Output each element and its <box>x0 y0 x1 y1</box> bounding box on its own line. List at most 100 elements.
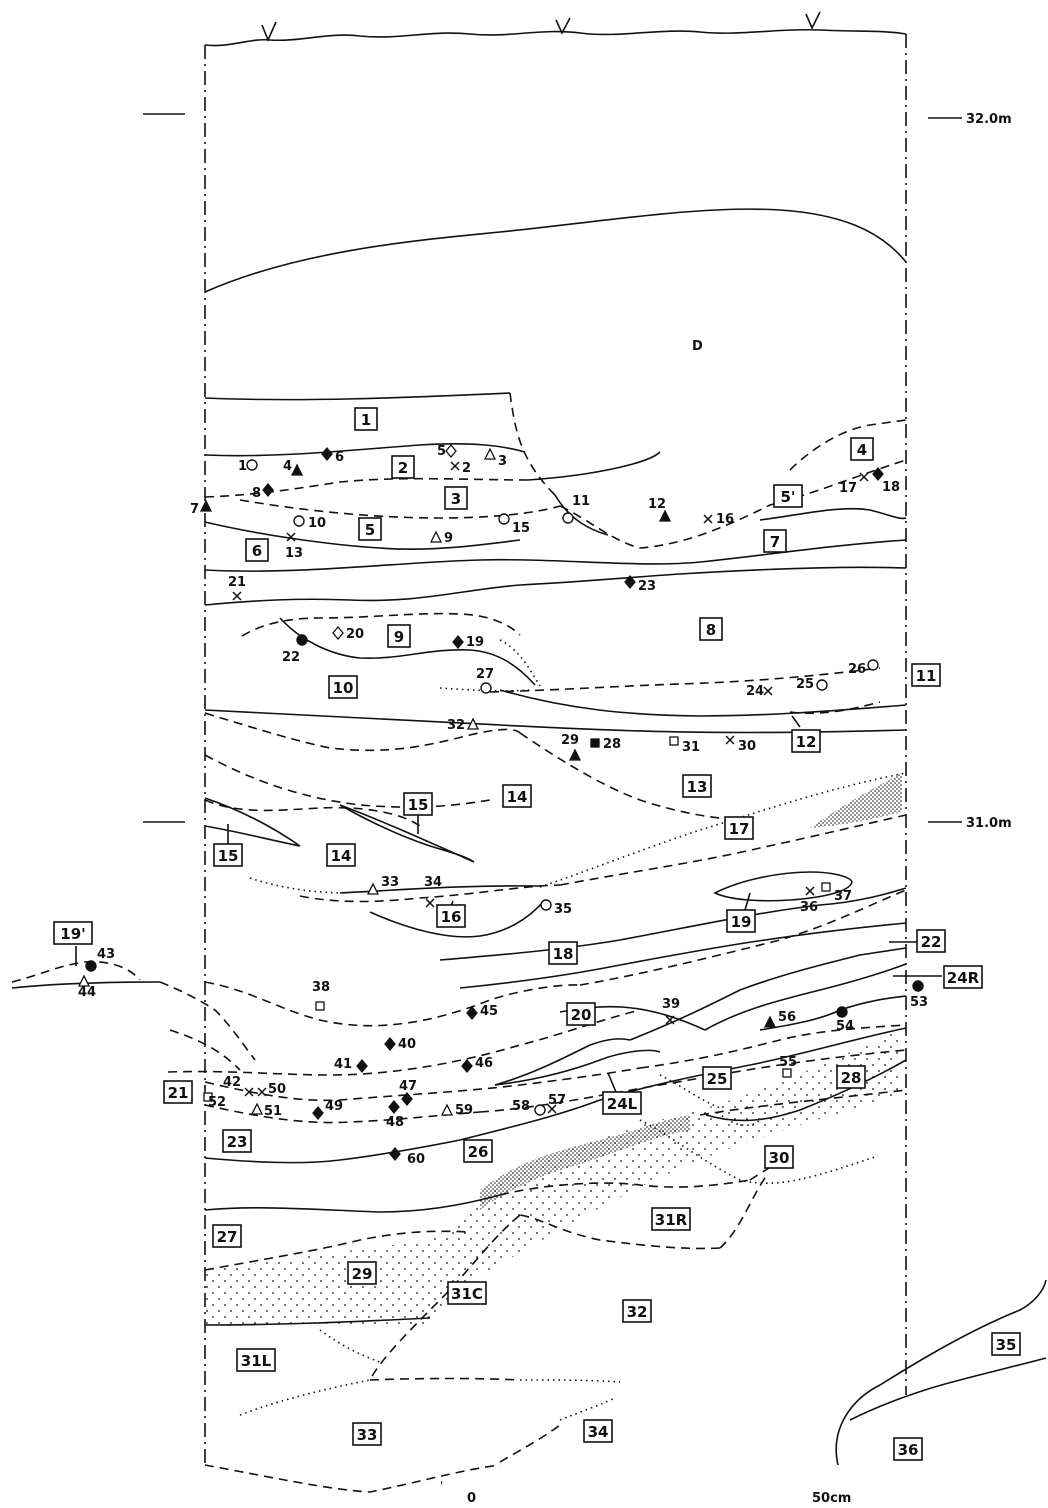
svg-text:': ' <box>440 1479 443 1493</box>
artifact-number: 34 <box>424 875 442 890</box>
layer-label: 31R <box>651 1207 691 1231</box>
artifact-marker: 9 <box>429 530 453 546</box>
layer-label: 33 <box>352 1422 382 1446</box>
open-circle-icon <box>293 515 305 527</box>
filled-diamond-icon <box>872 466 884 482</box>
artifact-marker: 22 <box>282 634 308 665</box>
layer-number: 25 <box>707 1070 728 1088</box>
artifact-number: 18 <box>882 480 900 495</box>
artifact-number: 8 <box>252 486 261 501</box>
artifact-marker: 43 <box>85 947 115 972</box>
cross-icon <box>425 898 435 908</box>
open-diamond-icon <box>445 443 457 459</box>
layer-label: 10 <box>328 675 358 699</box>
artifact-number: 19 <box>466 635 484 650</box>
artifact-number: 59 <box>455 1103 473 1118</box>
layer-number: 7 <box>770 533 780 551</box>
artifact-number: 44 <box>78 985 96 1000</box>
artifact-number: 42 <box>223 1075 241 1090</box>
layer-number: 13 <box>687 778 708 796</box>
artifact-number: 4 <box>283 459 292 474</box>
layer-number: 8 <box>706 621 716 639</box>
layer-number: 32 <box>627 1303 648 1321</box>
layer-number: 5 <box>365 521 375 539</box>
open-circle-icon <box>816 679 828 691</box>
layer-label: 25 <box>702 1066 732 1090</box>
layer-number: 6 <box>252 542 262 560</box>
artifact-number: 41 <box>334 1057 352 1072</box>
open-circle-icon <box>480 682 492 694</box>
layer-number: 12 <box>796 733 817 751</box>
layer-number: 14 <box>507 788 528 806</box>
filled-circle-icon <box>296 634 308 646</box>
artifact-marker: 46 <box>461 1056 493 1074</box>
artifact-number: 30 <box>738 739 756 754</box>
layer-boundaries: ' <box>11 208 1047 1493</box>
unit-d-label: D <box>692 339 703 354</box>
cross-icon <box>665 1015 675 1025</box>
layer-label: 31C <box>447 1281 487 1305</box>
artifact-number: 10 <box>308 516 326 531</box>
artifact-marker: 47 <box>399 1079 417 1107</box>
artifact-marker: 53 <box>910 980 928 1010</box>
cross-icon <box>725 735 735 745</box>
open-triangle-icon <box>250 1102 264 1115</box>
layer-label: 36 <box>893 1437 923 1461</box>
artifact-number: 5 <box>437 444 446 459</box>
artifact-number: 23 <box>638 579 656 594</box>
artifact-marker: 15 <box>498 513 530 536</box>
layer-label: 19' <box>53 921 93 945</box>
artifact-marker: 34 <box>424 875 442 908</box>
artifact-number: 13 <box>285 546 303 561</box>
artifact-marker: 10 <box>293 515 326 531</box>
artifact-number: 24 <box>746 684 764 699</box>
artifact-marker: 33 <box>366 875 399 895</box>
elevation-32m-label: 32.0m <box>966 112 1012 127</box>
filled-diamond-icon <box>356 1058 368 1074</box>
artifact-number: 37 <box>834 889 852 904</box>
filled-diamond-icon <box>461 1058 473 1074</box>
layer-number: 3 <box>451 490 461 508</box>
open-triangle-icon <box>77 974 91 987</box>
artifact-number: 56 <box>778 1010 796 1025</box>
layer-label: 9 <box>387 624 411 648</box>
layer-label: 19 <box>726 909 756 933</box>
layer-label: 24L <box>602 1091 642 1115</box>
artifact-marker: 11 <box>562 494 590 524</box>
filled-circle-icon <box>912 980 924 992</box>
artifact-number: 33 <box>381 875 399 890</box>
artifact-marker: 17 <box>839 472 869 496</box>
artifact-number: 25 <box>796 677 814 692</box>
filled-triangle-icon <box>763 1015 777 1028</box>
layer-number: 23 <box>227 1133 248 1151</box>
layer-label: 27 <box>212 1224 242 1248</box>
cross-icon <box>232 591 242 601</box>
open-triangle-icon <box>440 1103 454 1116</box>
artifact-marker: 25 <box>796 677 828 692</box>
artifact-number: 21 <box>228 575 246 590</box>
artifact-number: 2 <box>462 461 471 476</box>
layer-label: 35 <box>991 1332 1021 1356</box>
artifact-number: 40 <box>398 1037 416 1052</box>
scale-50cm-label: 50cm <box>812 1491 851 1506</box>
artifact-number: 12 <box>648 497 666 512</box>
artifact-marker: 23 <box>624 574 656 594</box>
filled-diamond-icon <box>312 1105 324 1121</box>
artifact-number: 50 <box>268 1082 286 1097</box>
layer-label: 28 <box>836 1065 866 1089</box>
cross-icon <box>257 1087 267 1097</box>
artifact-marker: 59 <box>440 1103 473 1118</box>
layer-number: 9 <box>394 628 404 646</box>
cross-icon <box>859 472 869 482</box>
artifact-number: 9 <box>444 531 453 546</box>
artifact-number: 22 <box>282 650 300 665</box>
layer-number: 36 <box>898 1441 919 1459</box>
layer-label: 7 <box>763 529 787 553</box>
filled-triangle-icon <box>199 499 213 512</box>
open-square-icon <box>669 736 679 746</box>
artifact-number: 26 <box>848 662 866 677</box>
artifact-marker: 51 <box>250 1102 282 1119</box>
artifact-marker: 36 <box>800 886 818 915</box>
artifact-marker: 7 <box>190 499 213 517</box>
